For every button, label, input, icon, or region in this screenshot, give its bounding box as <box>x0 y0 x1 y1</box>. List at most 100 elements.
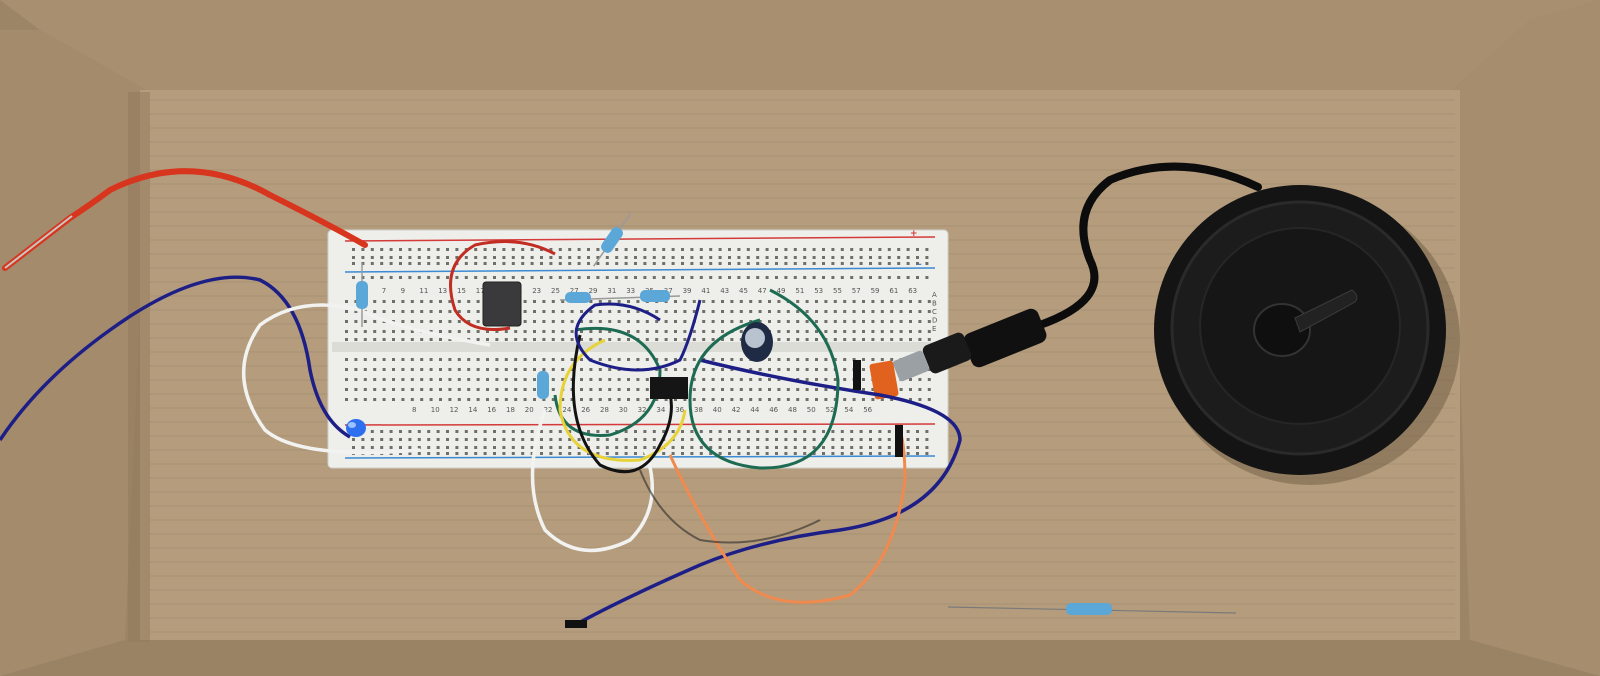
breadboard-hole <box>805 358 809 361</box>
breadboard-hole <box>916 276 919 279</box>
breadboard-hole <box>833 398 837 401</box>
wire-white-loop <box>242 303 491 455</box>
breadboard-hole <box>549 256 553 259</box>
breadboard-hole <box>897 276 901 279</box>
led-blue <box>346 419 366 437</box>
breadboard-hole <box>455 430 459 433</box>
breadboard-hole <box>721 300 724 303</box>
breadboard-hole <box>493 446 496 449</box>
breadboard-hole <box>909 398 912 401</box>
breadboard-hole <box>354 358 358 361</box>
breadboard-hole <box>429 368 433 371</box>
breadboard-hole <box>681 276 684 279</box>
breadboard-hole <box>598 378 602 381</box>
breadboard-hole <box>540 262 543 265</box>
breadboard-hole <box>370 256 374 259</box>
speaker <box>1154 185 1446 475</box>
breadboard-hole <box>692 378 696 381</box>
breadboard-hole <box>692 388 696 391</box>
breadboard-hole <box>521 446 525 449</box>
breadboard-hole <box>568 446 572 449</box>
breadboard-hole <box>399 256 402 259</box>
breadboard-hole <box>824 300 828 303</box>
breadboard-hole <box>521 248 525 251</box>
wire-green-loop <box>688 288 840 470</box>
breadboard-hole <box>589 378 593 381</box>
breadboard-hole <box>540 452 543 455</box>
breadboard-hole <box>643 248 647 251</box>
breadboard-hole <box>549 438 553 441</box>
breadboard-hole <box>739 358 743 361</box>
breadboard-hole <box>692 330 696 333</box>
breadboard-hole <box>645 388 649 391</box>
breadboard-hole <box>596 256 600 259</box>
breadboard-hole <box>850 452 854 455</box>
breadboard-hole <box>514 358 518 361</box>
breadboard-hole <box>805 330 809 333</box>
breadboard-hole <box>840 262 844 265</box>
breadboard-hole <box>410 358 414 361</box>
breadboard-hole <box>370 446 374 449</box>
breadboard-hole <box>784 446 788 449</box>
breadboard-hole <box>803 248 807 251</box>
breadboard-hole <box>486 378 489 381</box>
breadboard-hole <box>709 248 713 251</box>
breadboard-hole <box>598 320 602 323</box>
breadboard-hole <box>690 262 694 265</box>
breadboard-hole <box>711 300 715 303</box>
breadboard-hole <box>558 438 562 441</box>
chip-ic <box>650 377 688 399</box>
breadboard-column-number: 52 <box>826 406 835 414</box>
breadboard-hole <box>483 446 487 449</box>
breadboard-hole <box>702 338 706 341</box>
breadboard-hole <box>410 368 414 371</box>
breadboard-hole <box>436 430 440 433</box>
breadboard-column-number: 25 <box>551 287 560 295</box>
breadboard-hole <box>410 378 414 381</box>
breadboard-hole <box>796 398 800 401</box>
breadboard-hole <box>906 248 910 251</box>
breadboard-hole <box>486 398 489 401</box>
breadboard-hole <box>899 388 903 391</box>
breadboard-hole <box>523 358 527 361</box>
breadboard-hole <box>702 378 706 381</box>
breadboard-hole <box>521 452 525 455</box>
black-jumper-pin <box>853 360 861 390</box>
breadboard-hole <box>511 438 515 441</box>
breadboard-hole <box>831 276 835 279</box>
breadboard-hole <box>455 446 459 449</box>
breadboard-hole <box>862 398 865 401</box>
breadboard-hole <box>627 358 630 361</box>
breadboard-hole <box>862 300 865 303</box>
breadboard-hole <box>408 248 412 251</box>
breadboard-hole <box>777 310 781 313</box>
breadboard-hole <box>728 256 731 259</box>
breadboard-hole <box>777 330 781 333</box>
breadboard-hole <box>495 338 499 341</box>
breadboard-hole <box>533 368 536 371</box>
breadboard-hole <box>674 320 677 323</box>
breadboard-hole <box>627 388 630 391</box>
breadboard-hole <box>730 368 734 371</box>
breadboard-hole <box>793 262 797 265</box>
breadboard-hole <box>655 310 659 313</box>
breadboard-hole <box>702 300 706 303</box>
breadboard-row-letter: D <box>932 317 937 325</box>
breadboard-hole <box>417 248 421 251</box>
breadboard-hole <box>382 388 386 391</box>
breadboard-hole <box>721 358 724 361</box>
breadboard-hole <box>401 320 405 323</box>
breadboard-hole <box>749 368 753 371</box>
breadboard-hole <box>786 368 790 371</box>
breadboard-column-number: 49 <box>777 287 786 295</box>
breadboard-column-number: 39 <box>683 287 692 295</box>
breadboard-hole <box>598 368 602 371</box>
breadboard-column-number: 40 <box>713 406 722 414</box>
breadboard-hole <box>570 310 574 313</box>
breadboard-hole <box>815 310 818 313</box>
breadboard-hole <box>587 438 590 441</box>
breadboard-hole <box>627 330 630 333</box>
breadboard-hole <box>862 388 865 391</box>
breadboard-hole <box>533 338 536 341</box>
